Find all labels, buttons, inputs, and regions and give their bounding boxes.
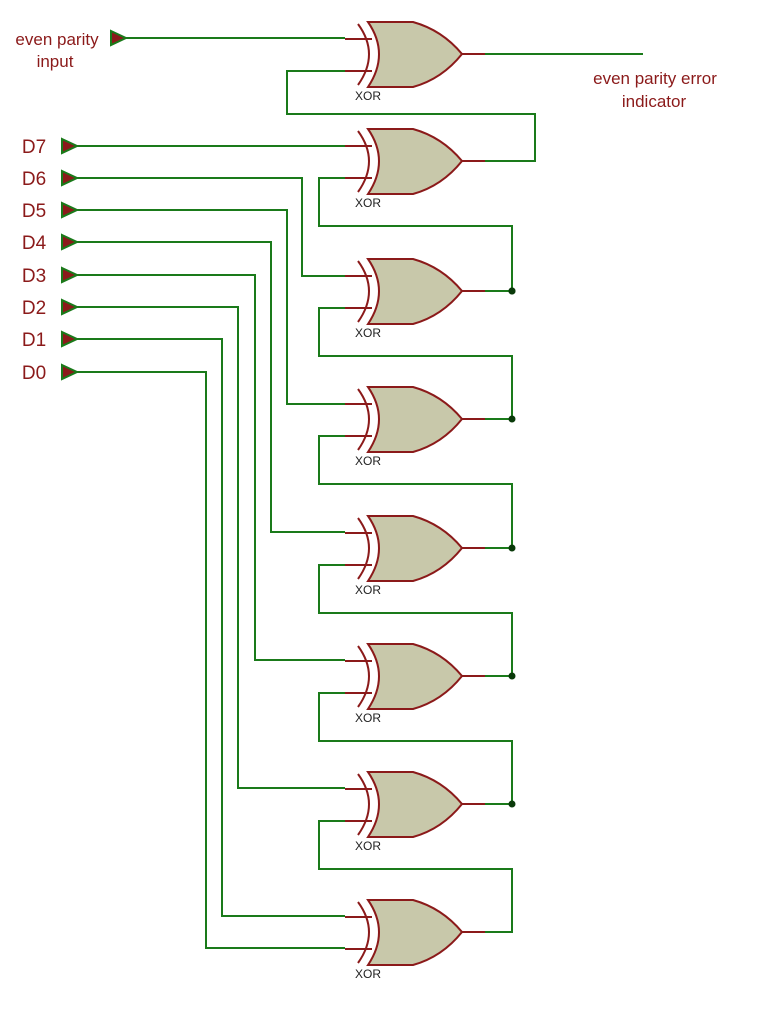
input-terminal-icon (61, 298, 80, 316)
wire-chain (318, 820, 513, 933)
gate-label: XOR (355, 454, 381, 468)
wire-d0 (77, 371, 345, 949)
xor-gate-body (366, 771, 464, 838)
gate-label: XOR (355, 583, 381, 597)
gate-label: XOR (355, 89, 381, 103)
xor-gate: XOR (345, 899, 485, 981)
gate-label: XOR (355, 326, 381, 340)
gate-label: XOR (355, 967, 381, 981)
input-terminal-icon (61, 201, 80, 219)
junction-dot (508, 544, 516, 552)
wire-d1 (77, 338, 345, 917)
wire-chain (318, 435, 513, 549)
junction-dot (508, 415, 516, 423)
parity-input-label-2: input (37, 52, 74, 71)
wire-d3 (77, 274, 345, 661)
data-bit-label: D1 (22, 330, 46, 351)
xor-gate: XOR (345, 643, 485, 725)
output-label-2: indicator (622, 92, 687, 111)
xor-gate: XOR (345, 386, 485, 468)
wire-chain (318, 307, 513, 420)
data-bit-label: D7 (22, 137, 46, 158)
xor-gate-back-curve (357, 260, 370, 323)
xor-gate-body (366, 128, 464, 195)
output-label: even parity error (593, 69, 717, 88)
xor-gate-body (366, 386, 464, 453)
xor-gate: XOR (345, 771, 485, 853)
wire-chain (318, 692, 513, 805)
data-bit-label: D0 (22, 363, 46, 384)
wire-d4 (77, 241, 345, 533)
input-terminal-icon (61, 330, 80, 348)
wire-g1-to-g0 (286, 70, 536, 162)
data-bit-label: D6 (22, 169, 46, 190)
xor-gate-body (366, 515, 464, 582)
parity-input-label: even parity (15, 30, 99, 49)
wires (77, 37, 643, 949)
xor-gate-body (366, 899, 464, 966)
junction-dot (508, 287, 516, 295)
xor-gate: XOR (345, 258, 485, 340)
wire-chain (318, 564, 513, 677)
wire-d6 (77, 177, 345, 277)
xor-gate-body (366, 643, 464, 710)
xor-gate-body (366, 258, 464, 325)
input-terminal-icon (61, 233, 80, 251)
xor-gate-back-curve (357, 901, 370, 964)
gate-label: XOR (355, 711, 381, 725)
xor-gate: XOR (345, 21, 485, 103)
xor-gate-back-curve (357, 23, 370, 86)
junction-dot (508, 672, 516, 680)
gate-label: XOR (355, 196, 381, 210)
junction-dot (508, 800, 516, 808)
xor-gate-back-curve (357, 517, 370, 580)
input-terminal-icon (61, 169, 80, 187)
xor-gate: XOR (345, 515, 485, 597)
input-terminal-icon (61, 363, 80, 381)
gate-label: XOR (355, 839, 381, 853)
wire-d2 (77, 306, 345, 789)
xor-gate-back-curve (357, 645, 370, 708)
xor-gate-body (366, 21, 464, 88)
xor-gate-back-curve (357, 130, 370, 193)
input-terminal-icon (110, 29, 129, 47)
data-bit-label: D2 (22, 298, 46, 319)
terminals (61, 29, 129, 381)
input-terminal-icon (61, 266, 80, 284)
xor-gate: XOR (345, 128, 485, 210)
input-terminal-icon (61, 137, 80, 155)
gates: XOR XOR XOR XOR XOR XOR XOR XOR (345, 21, 485, 981)
data-bit-label: D4 (22, 233, 47, 254)
xor-gate-back-curve (357, 773, 370, 836)
data-bit-label: D3 (22, 266, 46, 287)
wire-d5 (77, 209, 345, 405)
wire-chain (318, 177, 513, 292)
data-bit-label: D5 (22, 201, 46, 222)
xor-gate-back-curve (357, 388, 370, 451)
